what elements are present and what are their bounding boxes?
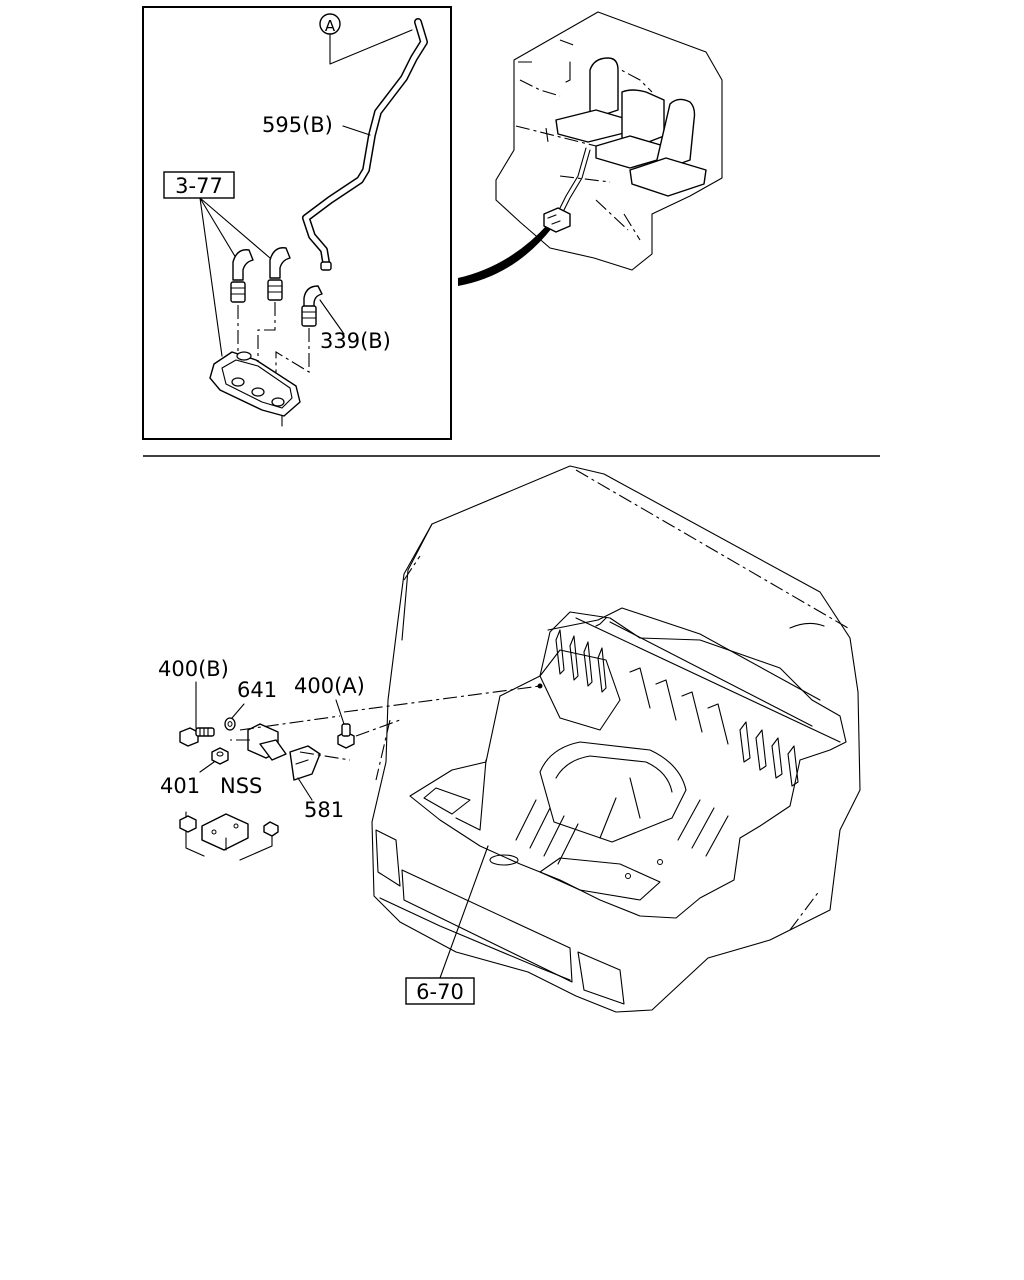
ref-3-77: 3-77	[163, 171, 271, 357]
label-a: A	[325, 17, 336, 35]
label-401: 401	[160, 774, 200, 798]
mounting-plate	[209, 351, 301, 427]
bracket-parts: 400(B) 641 400(A) 401 581 NSS	[158, 657, 541, 861]
pointer-arrow	[458, 224, 552, 286]
callout-a: A	[319, 13, 413, 65]
label-339b: 339(B)	[320, 329, 391, 353]
label-3-77: 3-77	[175, 174, 223, 198]
label-nss: NSS	[220, 774, 262, 798]
label-581: 581	[304, 798, 344, 822]
label-400b: 400(B)	[158, 657, 229, 681]
cab-interior-view	[495, 11, 723, 271]
label-595b: 595(B)	[262, 113, 333, 137]
detail-inset: A 595(B) 3-77	[142, 6, 452, 440]
label-6-70: 6-70	[416, 980, 464, 1004]
cab-floor-view	[371, 465, 861, 1013]
elbow-fittings	[230, 247, 345, 400]
label-400a: 400(A)	[294, 674, 365, 698]
hose-595b	[302, 18, 428, 271]
ref-6-70: 6-70	[405, 845, 489, 1005]
label-641: 641	[237, 678, 277, 702]
